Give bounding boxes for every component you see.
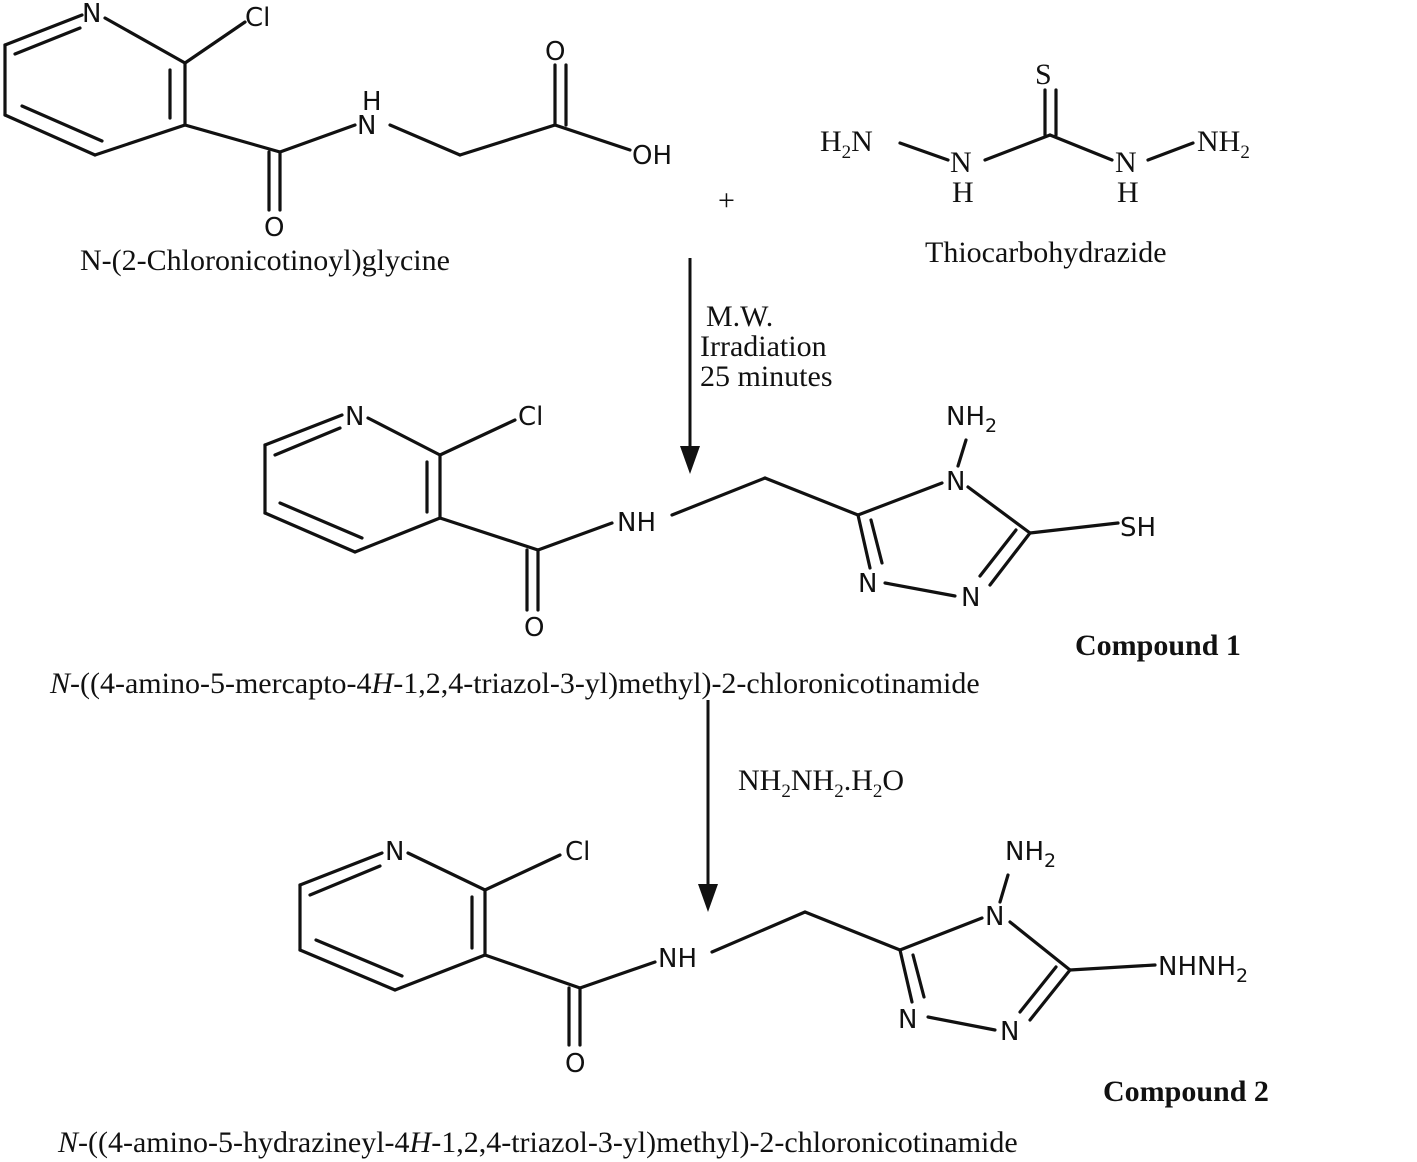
atom-cl: Cl [245, 3, 270, 33]
atom-o-carbonyl: O [264, 213, 284, 243]
step-1-condition-mw: M.W. [706, 300, 773, 333]
atom-o-acid: O [545, 37, 565, 67]
group-h2n: H2N [820, 125, 873, 163]
atom-n-right: N [1115, 146, 1137, 179]
atom-h: H [362, 87, 382, 117]
atom-cl: Cl [518, 402, 543, 432]
step-1-condition-time: 25 minutes [700, 360, 833, 393]
atom-o: O [524, 613, 544, 643]
group-nhnh2: NHNH2 [1158, 952, 1248, 987]
compound-2-structure: N Cl NH O N N N NH2 NHNH2 [298, 837, 1248, 1079]
atom-h-left: H [952, 176, 974, 209]
atom-n2: N [898, 1005, 917, 1035]
atom-cl: Cl [565, 837, 590, 867]
group-sh: SH [1120, 513, 1156, 543]
atom-n-amide: N [357, 111, 376, 141]
compound-1-label: Compound 1 [1075, 629, 1241, 662]
reaction-arrow-1 [680, 258, 700, 474]
atom-s: S [1035, 58, 1052, 91]
atom-n4: N [946, 467, 965, 497]
atom-h-right: H [1117, 176, 1139, 209]
atom-n1: N [1000, 1017, 1019, 1047]
atom-n1: N [961, 583, 980, 613]
atom-n: N [385, 837, 404, 867]
atom-n-left: N [950, 146, 972, 179]
atom-nh: NH [617, 508, 656, 538]
step-2-reagent: NH2NH2.H2O [738, 764, 904, 802]
reactant-1-name: N-(2-Chloronicotinoyl)glycine [80, 244, 450, 277]
compound-1-structure: N Cl NH O N N N NH2 SH [263, 402, 1156, 643]
compound-2-label: Compound 2 [1103, 1075, 1269, 1108]
atom-oh: OH [632, 141, 672, 171]
atom-n2: N [858, 569, 877, 599]
reactant-2-structure: S H2N N H N H NH2 [820, 58, 1250, 209]
step-1-condition-irradiation: Irradiation [700, 330, 827, 363]
group-nh2: NH2 [946, 402, 997, 437]
plus-sign: + [718, 184, 735, 217]
group-nh2: NH2 [1197, 125, 1250, 163]
reaction-arrow-2 [698, 700, 718, 912]
reactant-1-structure: N Cl H N O O OH [3, 0, 672, 243]
atom-n: N [345, 402, 364, 432]
compound-2-name: N-((4-amino-5-hydrazineyl-4H-1,2,4-triaz… [57, 1126, 1018, 1159]
atom-n4: N [985, 902, 1004, 932]
atom-o: O [565, 1049, 585, 1079]
atom-nh: NH [658, 944, 697, 974]
atom-n: N [82, 0, 101, 29]
compound-1-name: N-((4-amino-5-mercapto-4H-1,2,4-triazol-… [49, 667, 980, 700]
reactant-2-name: Thiocarbohydrazide [925, 236, 1167, 269]
group-nh2: NH2 [1005, 837, 1056, 872]
